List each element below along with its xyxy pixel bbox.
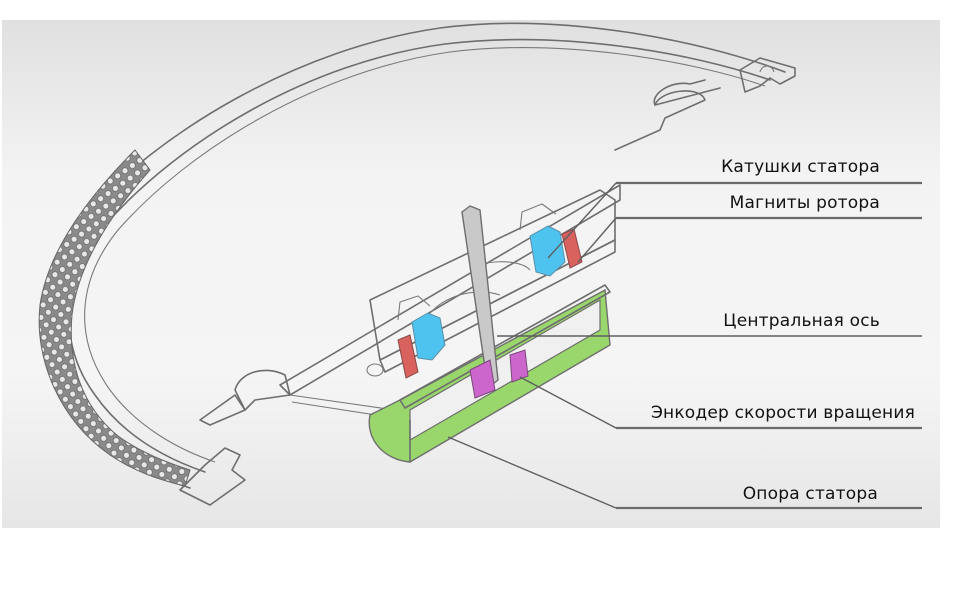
leader-lines (447, 181, 922, 510)
outer-rim (38, 22, 796, 506)
label-rotor-magnets: Магниты ротора (729, 193, 880, 213)
label-central-axis: Центральная ось (723, 311, 880, 331)
label-stator-support: Опора статора (742, 484, 878, 504)
rotor-magnets-parts (397, 228, 583, 379)
label-speed-encoder: Энкодер скорости вращения (650, 403, 915, 423)
label-stator-coils: Катушки статора (721, 157, 880, 177)
tread-pattern (38, 149, 191, 487)
encoder-parts (469, 349, 529, 399)
rotor-plate (199, 79, 721, 426)
central-axis-part (461, 205, 499, 390)
stator-coils-parts (397, 203, 566, 361)
